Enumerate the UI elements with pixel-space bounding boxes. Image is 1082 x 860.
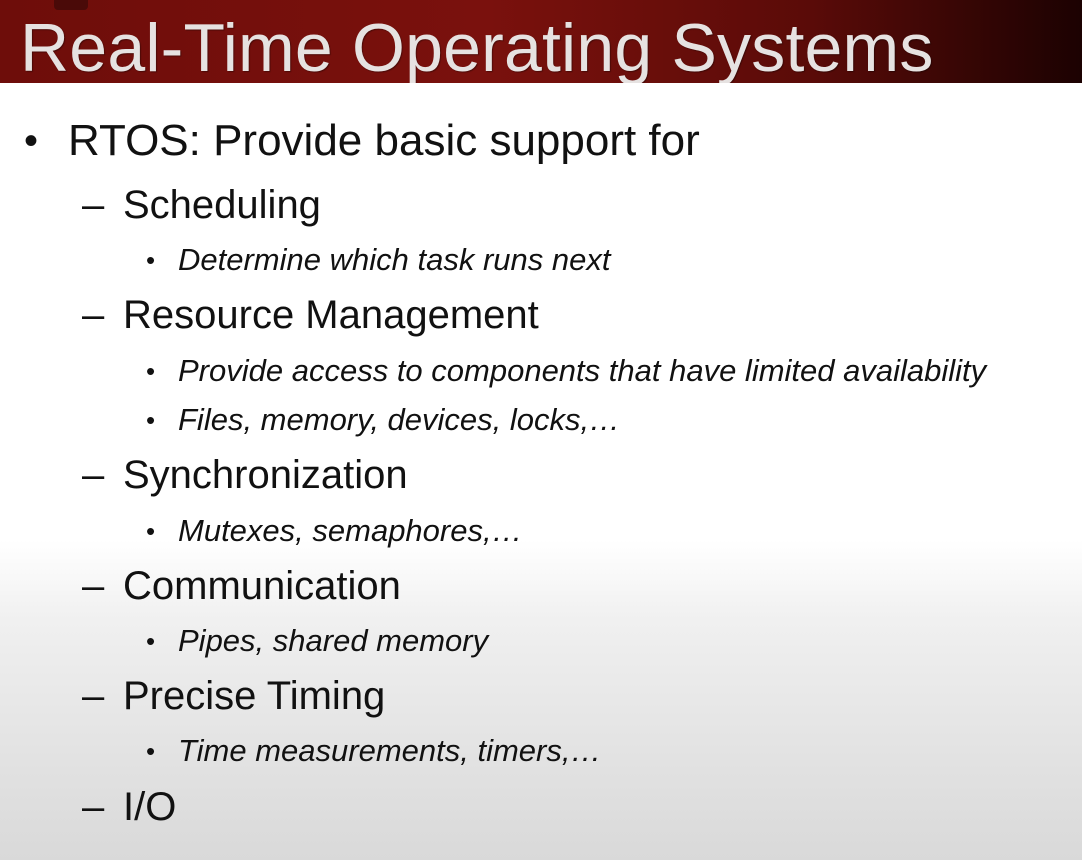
bullet-icon: •: [146, 626, 156, 656]
detail-bullet-text: Provide access to components that have l…: [178, 353, 987, 388]
sub-bullet-label: Synchronization: [123, 453, 408, 497]
bullet-icon: •: [146, 356, 156, 386]
bullet-icon: •: [146, 405, 156, 435]
dash-icon: –: [82, 183, 105, 227]
detail-bullet-text: Mutexes, semaphores,…: [178, 513, 523, 548]
dash-icon: –: [82, 564, 105, 608]
sub-bullet-label: Resource Management: [123, 293, 539, 337]
bullet-icon: •: [146, 516, 156, 546]
title-tab: [54, 0, 88, 10]
title-bar: Real-Time Operating Systems: [0, 0, 1082, 83]
dash-icon: –: [82, 453, 105, 497]
dash-icon: –: [82, 293, 105, 337]
sub-bullet-label: Communication: [123, 564, 401, 608]
dash-icon: –: [82, 674, 105, 718]
detail-bullet-text: Time measurements, timers,…: [178, 733, 602, 768]
sub-bullet-label: Precise Timing: [123, 674, 386, 718]
bullet-icon: •: [146, 736, 156, 766]
sub-bullet-label: Scheduling: [123, 183, 321, 227]
main-bullet-text: RTOS: Provide basic support for: [68, 116, 700, 165]
sub-bullet-label: I/O: [123, 785, 177, 829]
bullet-icon: •: [146, 245, 156, 275]
detail-bullet-text: Determine which task runs next: [178, 242, 611, 277]
detail-bullet-text: Files, memory, devices, locks,…: [178, 402, 621, 437]
detail-bullet-text: Pipes, shared memory: [178, 623, 489, 658]
bullet-icon: •: [24, 119, 39, 163]
dash-icon: –: [82, 785, 105, 829]
slide-title: Real-Time Operating Systems: [20, 10, 934, 83]
